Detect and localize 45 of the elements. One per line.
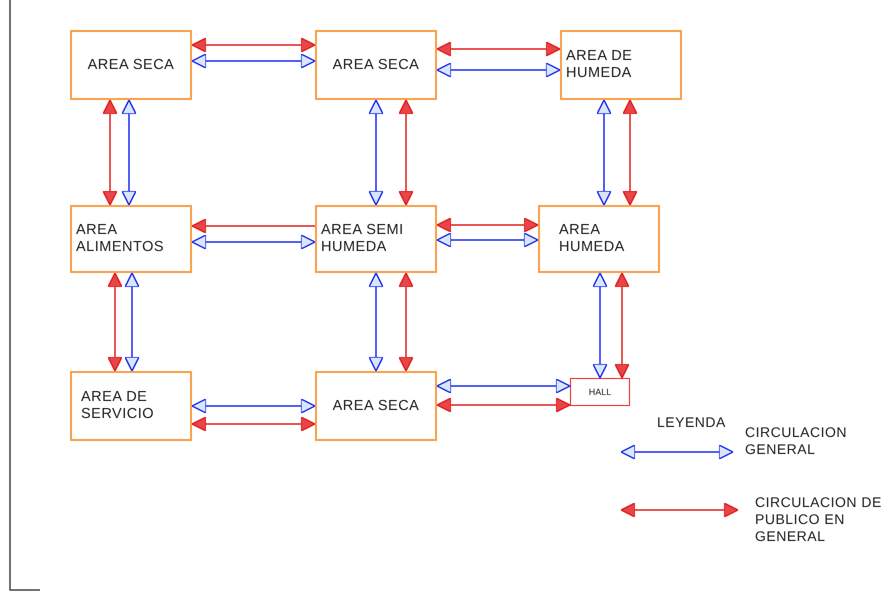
area-box	[538, 205, 660, 273]
legend-title: LEYENDA	[657, 414, 726, 431]
arrow	[592, 272, 608, 379]
hall-box	[570, 378, 630, 406]
arrow	[191, 53, 316, 69]
area-box	[315, 30, 437, 100]
arrow	[191, 218, 315, 234]
area-label: AREA ALIMENTOS	[76, 222, 166, 256]
arrow	[398, 272, 414, 372]
arrow	[368, 99, 384, 206]
arrow	[191, 398, 316, 414]
area-label: HALL	[588, 386, 612, 398]
arrow	[436, 397, 571, 413]
area-box	[70, 371, 192, 441]
area-label: AREA DE SERVICIO	[81, 389, 156, 423]
arrow	[102, 99, 118, 206]
area-box	[315, 371, 437, 441]
arrow	[398, 99, 414, 206]
arrow	[191, 416, 316, 432]
area-label: AREA SECA	[332, 398, 420, 414]
arrow	[121, 99, 137, 206]
area-box	[70, 205, 192, 273]
arrow	[436, 41, 561, 57]
arrow	[622, 99, 638, 206]
arrow	[124, 272, 140, 372]
arrow	[436, 217, 539, 233]
area-label: AREA DE HUMEDA	[566, 48, 634, 82]
arrow	[436, 232, 539, 248]
arrow	[596, 99, 612, 206]
arrow	[191, 234, 316, 250]
arrow	[368, 272, 384, 372]
area-label: AREA SEMI HUMEDA	[321, 222, 405, 256]
arrow	[191, 37, 316, 53]
arrow	[107, 272, 123, 372]
area-box	[70, 30, 192, 100]
arrow	[614, 272, 630, 379]
area-box	[560, 30, 682, 100]
area-label: AREA SECA	[88, 56, 174, 74]
arrow	[436, 378, 571, 394]
area-box	[315, 205, 437, 273]
legend-text: CIRCULACION DE PUBLICO EN GENERAL	[755, 494, 883, 545]
legend-text: CIRCULACION GENERAL	[745, 424, 848, 458]
arrow	[436, 62, 561, 78]
area-label: AREA SECA	[332, 56, 420, 74]
area-label: AREA HUMEDA	[559, 222, 626, 256]
